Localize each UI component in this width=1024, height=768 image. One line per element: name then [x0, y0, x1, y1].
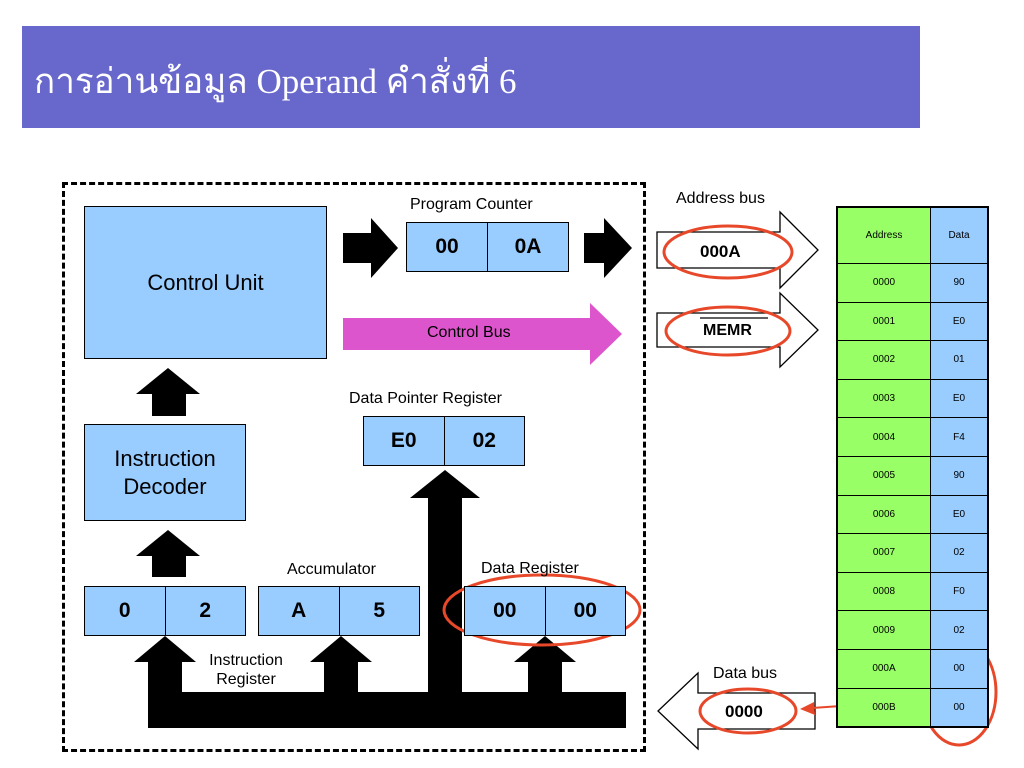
ir-bus-arrowhead [134, 636, 196, 662]
transfer-arrowhead [800, 702, 815, 715]
data-bus-label: Data bus [713, 665, 778, 682]
decoder-to-cu-stem [152, 392, 186, 416]
slide-title: การอ่านข้อมูล Operand คำสั่งที่ 6 [34, 62, 517, 101]
memory-address-cell: 0005 [836, 455, 931, 496]
memory-address-cell: 0009 [836, 610, 931, 650]
dptr-high-byte: E0 [390, 429, 417, 452]
data-register-label: Data Register [481, 560, 579, 577]
memr-highlight [664, 305, 792, 357]
memory-data-cell: 00 [930, 687, 989, 728]
accumulator: A 5 [258, 586, 420, 636]
data-bus-value-highlight [698, 687, 798, 735]
memory-data-cell: 00 [930, 648, 989, 689]
acc-bus-arrowhead [310, 636, 372, 662]
accumulator-label: Accumulator [287, 561, 376, 578]
memory-data-cell: 90 [930, 263, 989, 303]
memory-header-row: Address Data [836, 206, 989, 264]
memory-data-cell: 01 [930, 340, 989, 380]
dptr-bus-arrowhead [410, 470, 480, 498]
memory-address-cell: 0007 [836, 533, 931, 573]
ir-to-decoder-stem [152, 555, 186, 577]
data-pointer-register: E0 02 [363, 416, 525, 466]
data-pointer-register-label: Data Pointer Register [349, 390, 502, 407]
memory-address-cell: 0003 [836, 378, 931, 419]
memory-address-cell: 0006 [836, 494, 931, 535]
data-bus-arrow [657, 671, 816, 751]
ir-to-decoder-arrowhead [136, 530, 200, 556]
address-bus-value: 000A [700, 242, 741, 261]
address-value-highlight [662, 224, 794, 280]
cu-to-pc-stem [343, 233, 373, 263]
acc-high-nibble: A [291, 599, 307, 622]
control-unit: Control Unit [84, 206, 327, 359]
memory-address-cell: 0002 [836, 340, 931, 380]
instruction-decoder-label: Instruction Decoder [114, 445, 216, 499]
acc-low-nibble: 5 [338, 587, 420, 635]
memory-address-cell: 000A [836, 648, 931, 689]
data-register: 00 00 [464, 586, 626, 636]
memory-data-cell: 02 [930, 610, 989, 650]
program-counter-label: Program Counter [410, 196, 533, 213]
program-counter: 00 0A [406, 222, 569, 272]
memory-address-cell: 0000 [836, 263, 931, 303]
decoder-to-cu-arrowhead [136, 368, 200, 394]
pc-low-byte: 0A [487, 223, 568, 271]
dptr-low-byte: 02 [443, 417, 525, 465]
title-bar [22, 26, 920, 128]
memory-data-cell: F4 [930, 417, 989, 457]
memory-address-cell: 0004 [836, 417, 931, 457]
control-bus-arrow [343, 303, 622, 365]
memory-data-cell: E0 [930, 301, 989, 342]
memory-address-cell: 0008 [836, 571, 931, 612]
memory-data-cell: F0 [930, 571, 989, 612]
cpu-boundary [62, 182, 646, 752]
memory-data-header: Data [930, 206, 989, 264]
memory-data-cell: 02 [930, 533, 989, 573]
control-bus-label: Control Bus [427, 324, 511, 341]
control-unit-label: Control Unit [147, 269, 264, 295]
data-bus-value: 0000 [725, 702, 763, 721]
memory-address-header: Address [836, 206, 931, 264]
control-signal-arrow [656, 291, 819, 369]
memory-data-cell: E0 [930, 378, 989, 419]
instruction-decoder: Instruction Decoder [84, 424, 246, 521]
memory-data-cell: 90 [930, 455, 989, 496]
dr-low-byte: 00 [544, 587, 626, 635]
instruction-register-label: Instruction Register [209, 652, 283, 688]
ir-low-nibble: 2 [164, 587, 246, 635]
pc-to-bus-stem [584, 233, 606, 263]
memory-data-cell: E0 [930, 494, 989, 535]
memory-address-cell: 0001 [836, 301, 931, 342]
instruction-register: 0 2 [84, 586, 246, 636]
ir-bus-stem [148, 660, 182, 700]
dr-high-byte: 00 [493, 599, 517, 622]
dptr-bus-stem [428, 496, 462, 706]
dr-bus-arrowhead [514, 636, 576, 662]
ir-high-nibble: 0 [118, 599, 131, 622]
memr-signal: MEMR [703, 322, 752, 339]
memory-address-cell: 000B [836, 687, 931, 728]
acc-bus-stem [324, 660, 358, 700]
data-register-highlight [442, 573, 642, 647]
pc-high-byte: 00 [435, 235, 459, 258]
address-bus-label: Address bus [676, 190, 765, 207]
pc-to-bus-arrowhead [604, 218, 632, 278]
cu-to-pc-arrowhead [371, 218, 398, 278]
dr-bus-stem [528, 660, 562, 700]
